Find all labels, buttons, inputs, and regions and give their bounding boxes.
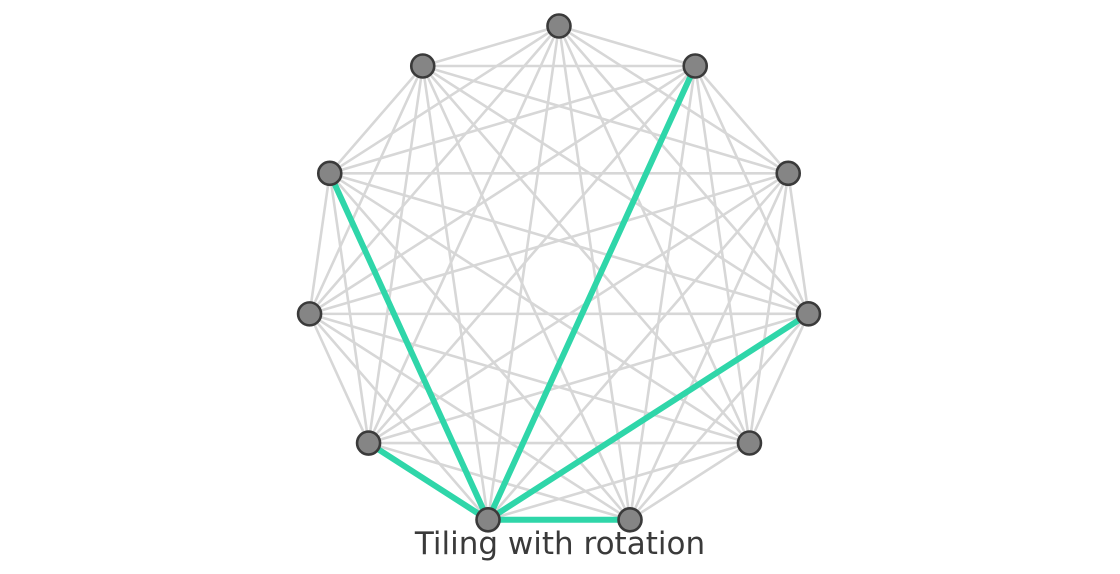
graph-edge [308,312,632,522]
graph-node [617,506,643,533]
graph-edge [628,172,790,522]
graph-node [795,301,822,327]
graph-edge [557,24,632,522]
graph-edge [421,24,561,68]
graph-edge [786,172,810,316]
graph-edge [748,172,790,445]
graph-edge [367,312,810,445]
graph-node [775,160,802,187]
highlighted-edge [326,170,492,523]
graph-edge [328,172,810,316]
graph-edge [308,312,490,522]
graph-node [316,160,343,187]
graph-edge [628,312,810,522]
graph-edge [367,64,697,445]
graph-edge [328,172,370,445]
graph-edge [693,64,790,175]
highlighted-edge [485,63,699,523]
graph-edge [308,24,561,316]
graph-edge [367,441,632,522]
graph-edge [328,64,697,175]
graph-edge [308,64,425,316]
graph-edge [308,312,370,445]
graph-edge [693,64,810,316]
highlighted-edges [326,63,812,523]
graph-edge [557,24,810,316]
diagram-caption: Tiling with rotation [414,526,706,562]
graph-edge [308,172,332,316]
graph-edge [421,64,790,175]
graph-node [475,506,501,533]
highlighted-edge [485,310,812,523]
graph-edge [693,64,751,445]
graph-node [355,430,382,456]
background-edges [308,24,810,522]
graph-edge [367,172,790,445]
graph-edge [557,24,790,175]
graph-edge [628,441,751,522]
graph-node [736,430,763,456]
graph-node [546,13,572,39]
graph-edge [367,24,561,445]
graph-edge [328,64,425,175]
graph-node [682,53,709,79]
graph-node [409,53,436,79]
graph-edge [328,24,561,175]
graph-edge [748,312,810,445]
graph-edge [557,24,697,68]
graph-nodes [296,13,822,533]
highlighted-edge [365,440,492,523]
graph-edge [367,64,425,445]
graph-edge [486,441,751,522]
graph-node [296,301,323,327]
